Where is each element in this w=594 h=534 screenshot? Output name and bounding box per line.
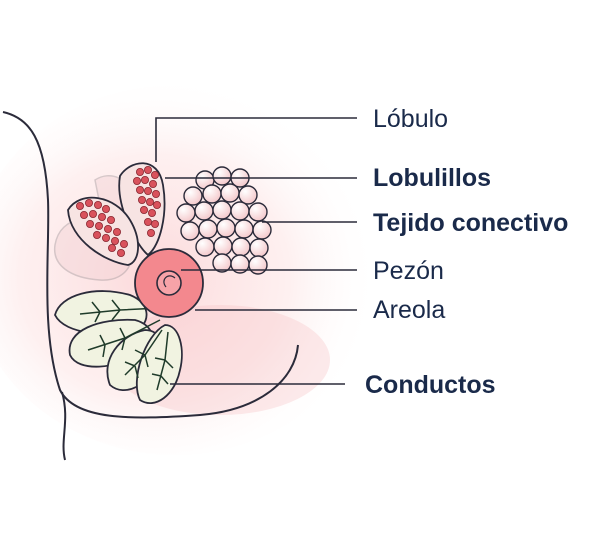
label-conductos: Conductos (365, 371, 496, 399)
lobule-left (67, 196, 139, 266)
label-tejido-conectivo: Tejido conectivo (373, 209, 569, 237)
label-lobulo: Lóbulo (373, 105, 449, 133)
body-contour (2, 111, 299, 419)
nipple-detail (163, 275, 176, 288)
leader-lines (155, 117, 357, 385)
connective-tissue (176, 166, 272, 275)
label-pezon: Pezón (373, 257, 444, 285)
label-lobulillos: Lobulillos (373, 164, 492, 192)
leader-lobulo (155, 117, 357, 162)
body-contour-lower (61, 391, 67, 461)
label-areola: Areola (373, 296, 446, 324)
duct-branches (79, 299, 174, 391)
nipple-shape (156, 270, 182, 296)
ducts (54, 290, 183, 405)
